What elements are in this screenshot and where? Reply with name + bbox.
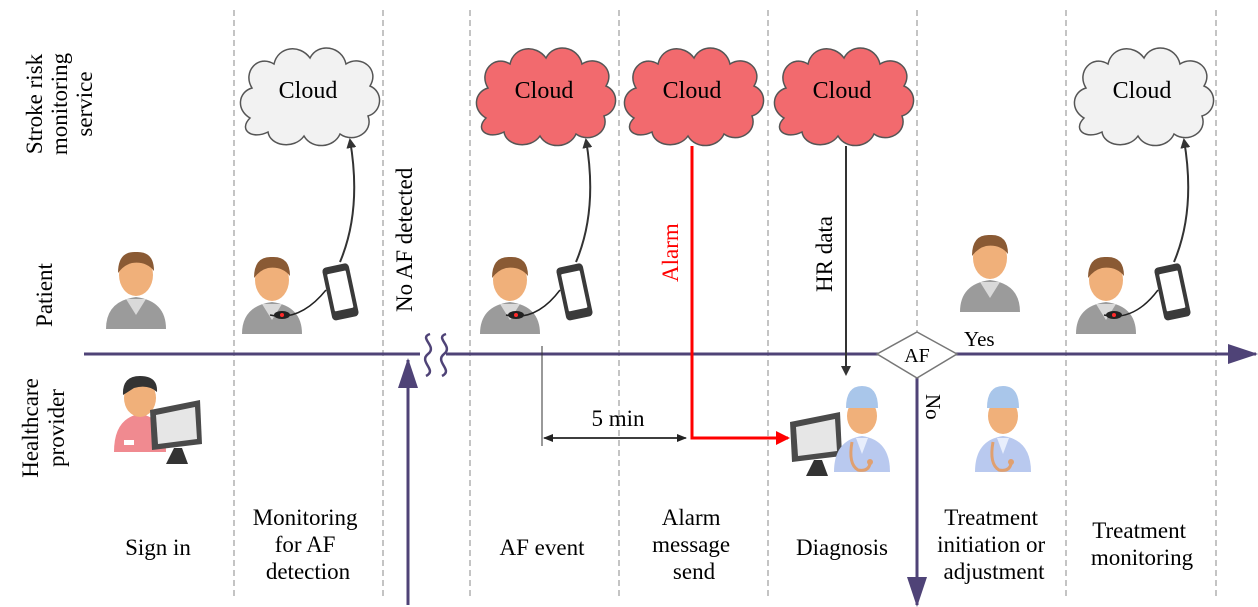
five-min-span: 5 min <box>541 346 687 446</box>
patient-icon <box>1076 256 1136 334</box>
cloud-af-event: Cloud <box>475 47 617 147</box>
patient-icon <box>480 256 540 334</box>
patient-icon <box>106 251 166 329</box>
cloud-label: Cloud <box>515 78 574 104</box>
patient-icon <box>242 256 302 334</box>
stage-label: Alarm message send <box>652 505 736 584</box>
lane-label-service: Stroke risk monitoring service <box>22 52 97 155</box>
lane-label-line: service <box>72 71 97 136</box>
phone-icon <box>1153 262 1192 322</box>
upload-arrow <box>575 138 593 263</box>
stage-label: AF event <box>500 535 586 560</box>
provider-diagnosis-icon <box>790 384 892 476</box>
alarm-flow: Alarm <box>658 146 790 445</box>
cloud-label: Cloud <box>813 78 872 104</box>
hr-data-flow: HR data <box>812 146 851 376</box>
lane-label-line: Patient <box>32 262 57 326</box>
stage-label: Sign in <box>125 535 191 560</box>
cloud-monitoring: Cloud <box>239 47 381 147</box>
phone-icon <box>321 262 360 322</box>
lane-label-line: provider <box>44 389 69 467</box>
decision-diamond <box>875 331 959 379</box>
hr-data-label: HR data <box>812 216 837 292</box>
provider-sign-in-icon <box>114 376 202 464</box>
stage-label: Diagnosis <box>796 535 888 560</box>
lane-label-line: Stroke risk <box>22 53 47 154</box>
cloud-label: Cloud <box>279 78 338 104</box>
lane-label-provider: Healthcare provider <box>18 378 69 478</box>
no-af-detected-label: No AF detected <box>392 167 417 312</box>
lane-label-patient: Patient <box>32 262 57 326</box>
lane-label-line: Healthcare <box>18 378 43 478</box>
timeline-break <box>423 332 449 378</box>
upload-arrow <box>1173 138 1191 263</box>
stage-labels: Sign in Monitoring for AF detection AF e… <box>125 505 1194 584</box>
cloud-label: Cloud <box>663 78 722 104</box>
cloud-label: Cloud <box>1113 78 1172 104</box>
stage-label: Treatment monitoring <box>1091 518 1194 570</box>
stage-label: Monitoring for AF detection <box>253 505 364 584</box>
phone-icon <box>555 262 594 322</box>
yes-label: Yes <box>964 327 995 351</box>
cloud-alarm: Cloud <box>623 47 765 147</box>
lane-label-line: monitoring <box>47 52 72 155</box>
upload-arrow <box>339 138 357 263</box>
no-label: No <box>921 394 945 420</box>
decision-label: AF <box>904 345 930 367</box>
alarm-arrow <box>690 146 790 445</box>
patient-icon <box>960 234 1020 312</box>
doctor-icon <box>973 384 1033 474</box>
timeline <box>84 332 1258 607</box>
five-min-label: 5 min <box>591 406 645 431</box>
stage-label: Treatment initiation or adjustment <box>937 505 1051 584</box>
alarm-label: Alarm <box>658 223 683 282</box>
cloud-diagnosis: Cloud <box>773 47 915 147</box>
af-decision: AF Yes No <box>875 327 995 420</box>
cloud-treatment-monitoring: Cloud <box>1073 47 1215 147</box>
